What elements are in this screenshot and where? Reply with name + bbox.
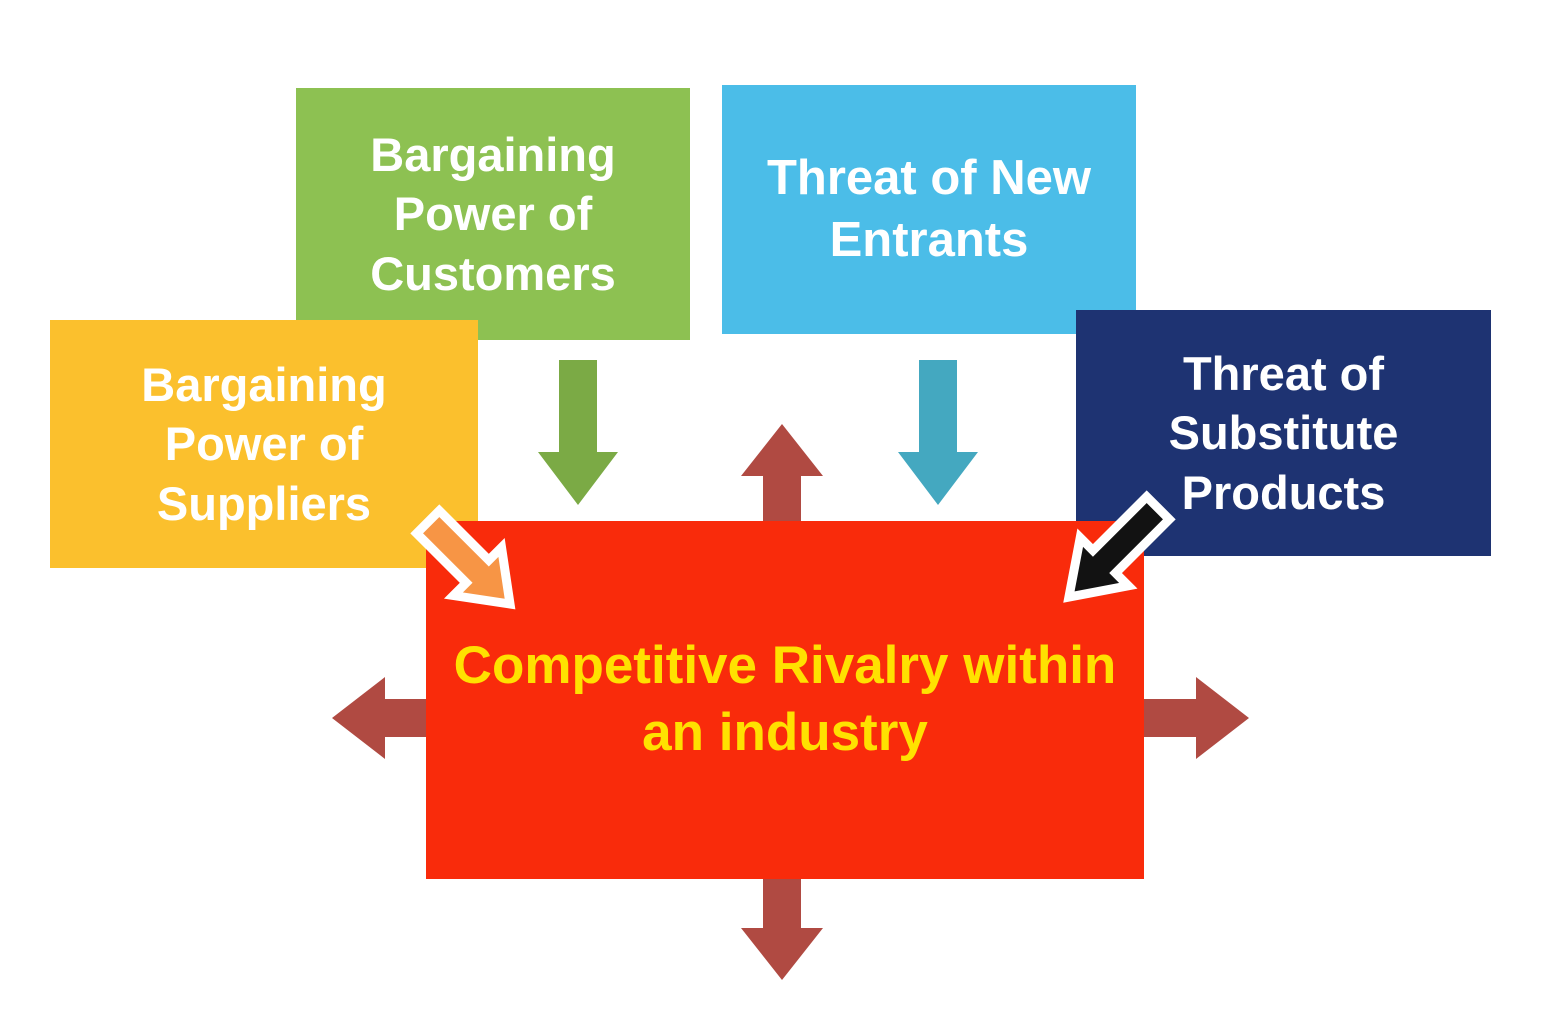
green-down-arrow (538, 360, 618, 505)
box-threat-of-substitute-products: Threat of Substitute Products (1076, 310, 1491, 556)
bargaining-power-suppliers-label: Bargaining Power of Suppliers (141, 358, 387, 530)
competitive-rivalry-label: Competitive Rivalry within an industry (453, 636, 1117, 762)
bargaining-power-customers-label: Bargaining Power of Customers (370, 128, 616, 300)
box-bargaining-power-suppliers: Bargaining Power of Suppliers (50, 320, 478, 568)
teal-down-arrow (898, 360, 978, 505)
box-competitive-rivalry: Competitive Rivalry within an industry (426, 521, 1144, 879)
red-up-arrow (741, 424, 823, 524)
threat-of-new-entrants-label: Threat of New Entrants (767, 150, 1091, 267)
red-right-arrow (1144, 677, 1249, 759)
box-bargaining-power-customers: Bargaining Power of Customers (296, 88, 690, 340)
threat-of-substitute-products-label: Threat of Substitute Products (1168, 347, 1399, 519)
box-threat-of-new-entrants: Threat of New Entrants (722, 85, 1136, 334)
red-down-arrow (741, 878, 823, 980)
red-left-arrow (332, 677, 428, 759)
